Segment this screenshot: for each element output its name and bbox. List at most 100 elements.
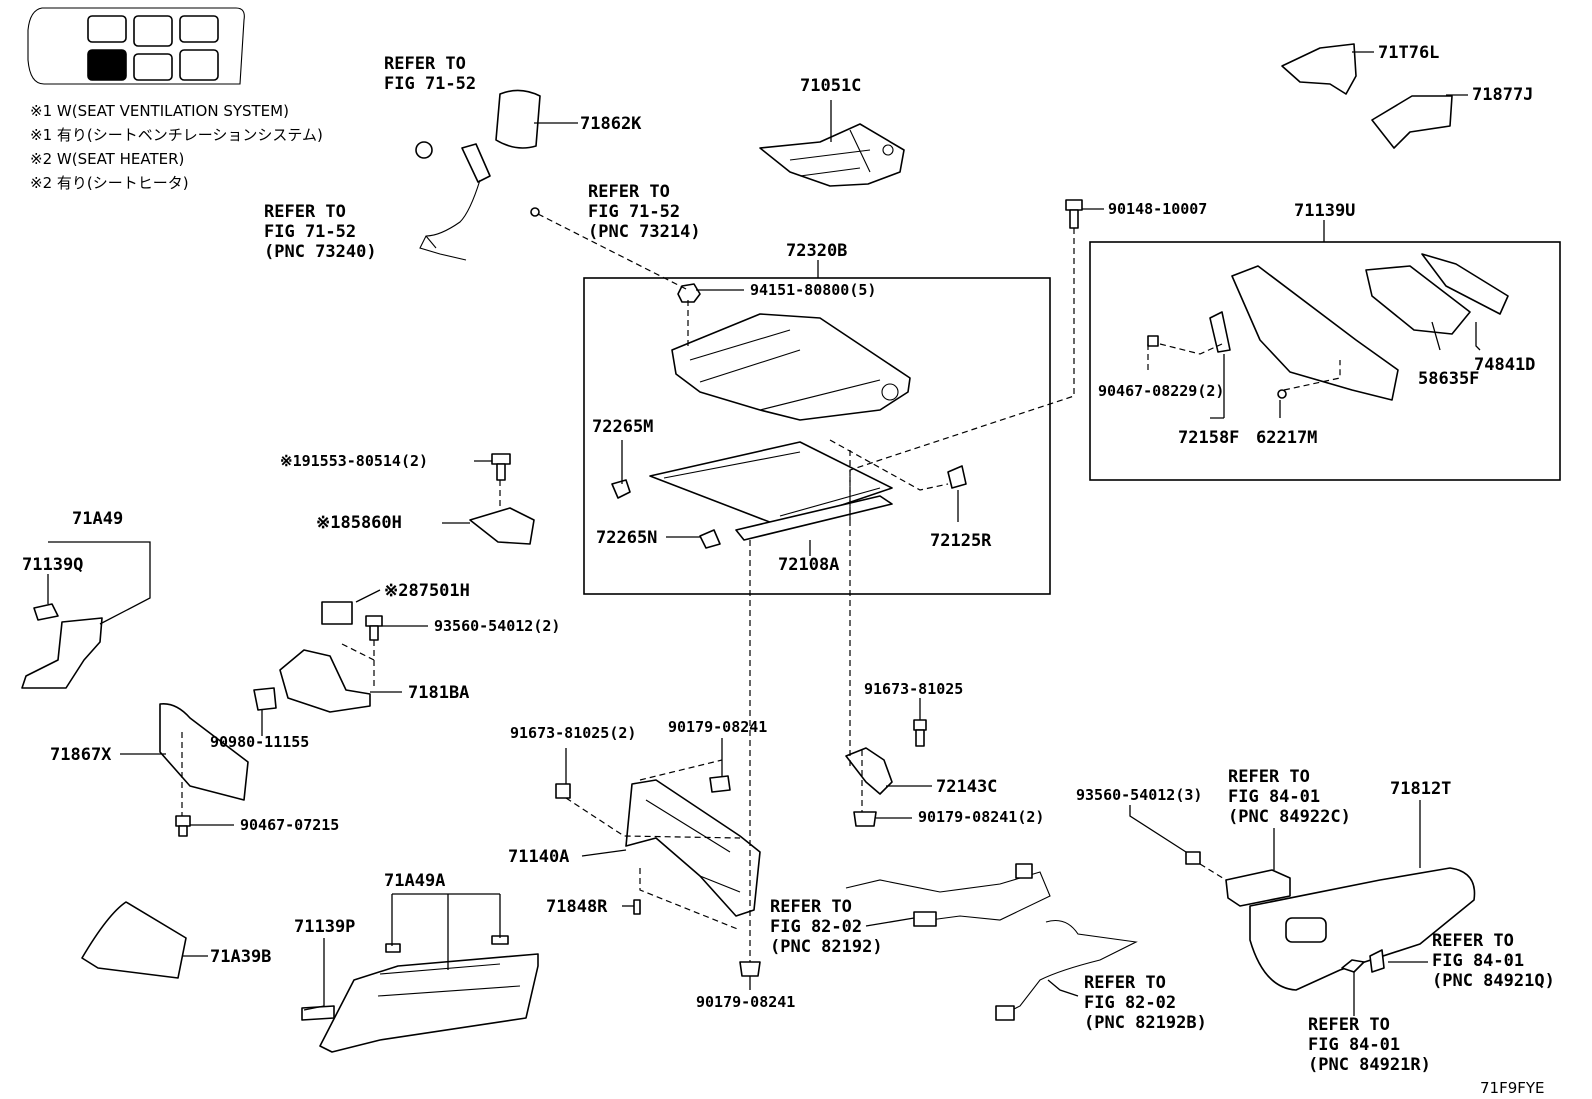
label-72158F: 72158F xyxy=(1178,428,1239,448)
label-90179-08241-lower: 90179-08241 xyxy=(696,993,795,1011)
label-71T76L: 71T76L xyxy=(1378,43,1439,63)
clip-72265N-part xyxy=(699,529,721,549)
screw-91553-80514-part xyxy=(491,453,511,481)
label-7181BA: 7181BA xyxy=(408,683,469,703)
ref-pnc-82192B-line1: REFER TO xyxy=(1084,973,1166,993)
label-71140A: 71140A xyxy=(508,847,569,867)
ref-pnc-73214-line3: (PNC 73214) xyxy=(588,222,701,242)
label-72320B: 72320B xyxy=(786,241,847,261)
label-62217M: 62217M xyxy=(1256,428,1317,448)
legend-note-1: ※1 W(SEAT VENTILATION SYSTEM) xyxy=(30,102,289,120)
ref-pnc-84922C-line3: (PNC 84922C) xyxy=(1228,807,1351,827)
cover-71A49-part xyxy=(21,603,103,689)
label-71848R: 71848R xyxy=(546,897,608,917)
ref-pnc-73240-line1: REFER TO xyxy=(264,202,346,222)
ref-pnc-84921Q-line1: REFER TO xyxy=(1432,931,1514,951)
clip-72265M-part xyxy=(611,479,631,499)
blower-85860H-part xyxy=(469,507,535,545)
label-71139U: 71139U xyxy=(1294,201,1355,221)
label-93560-54012-2: 93560-54012(2) xyxy=(434,617,560,635)
label-71139P: 71139P xyxy=(294,917,355,937)
bracket-72143C-part xyxy=(845,747,893,795)
cover-71139P-part xyxy=(301,1005,335,1021)
ref-pnc-82192-line1: REFER TO xyxy=(770,897,852,917)
label-74841D: 74841D xyxy=(1474,355,1535,375)
label-91673-81025: 91673-81025 xyxy=(864,680,963,698)
nut-90179-08241-upper-part xyxy=(709,775,731,793)
label-87501H: ※287501H xyxy=(384,581,470,601)
seat-belt-buckle-part xyxy=(415,141,491,261)
label-71877J: 71877J xyxy=(1472,85,1533,105)
label-71051C: 71051C xyxy=(800,76,861,96)
cover-71A39B-part xyxy=(81,901,187,979)
ref-fig-71-52-top-line1: REFER TO xyxy=(384,54,466,74)
ref-pnc-82192B-line3: (PNC 82192B) xyxy=(1084,1013,1207,1033)
legend-note-4: ※2 有り(シートヒータ) xyxy=(30,174,189,192)
label-71862K: 71862K xyxy=(580,114,642,134)
label-71812T: 71812T xyxy=(1390,779,1451,799)
ref-pnc-73240-line3: (PNC 73240) xyxy=(264,242,377,262)
label-72265N: 72265N xyxy=(596,528,657,548)
label-58635F: 58635F xyxy=(1418,369,1479,389)
nut-90179-08241-2-part xyxy=(853,811,877,827)
pin-71848R-part xyxy=(633,899,641,915)
clip-72125R-part xyxy=(947,465,967,489)
legend-notes: ※1 W(SEAT VENTILATION SYSTEM) ※1 有り(シートベ… xyxy=(30,102,323,192)
recliner-frame-71051C-part xyxy=(759,123,905,187)
ref-pnc-84921R-line1: REFER TO xyxy=(1308,1015,1390,1035)
label-90980-11155: 90980-11155 xyxy=(210,733,309,751)
label-71A49: 71A49 xyxy=(72,509,123,529)
label-71A39B: 71A39B xyxy=(210,947,271,967)
seat-side-tray-71A49A-part xyxy=(319,935,539,1053)
leader-lines xyxy=(47,51,1481,1016)
wire-harness-82192B-part xyxy=(995,919,1138,1021)
ref-pnc-84922C-line2: FIG 84-01 xyxy=(1228,787,1320,807)
label-91673-81025-2: 91673-81025(2) xyxy=(510,724,636,742)
label-72143C: 72143C xyxy=(936,777,997,797)
label-71A49A: 71A49A xyxy=(384,871,445,891)
label-91553-80514: ※191553-80514(2) xyxy=(280,452,428,470)
bolt-91673-81025-single-part xyxy=(913,719,927,747)
label-72125R: 72125R xyxy=(930,531,992,551)
label-71139Q: 71139Q xyxy=(22,555,83,575)
ref-pnc-84921R-line2: FIG 84-01 xyxy=(1308,1035,1400,1055)
clip-90467-07215-part xyxy=(175,815,191,837)
bolt-93560-54012-part xyxy=(365,615,383,641)
side-trim-71867X-part xyxy=(159,702,249,801)
label-90467-08229: 90467-08229(2) xyxy=(1098,382,1224,400)
ref-pnc-73240-line2: FIG 71-52 xyxy=(264,222,356,242)
wire-harness-82192-part xyxy=(845,863,1051,927)
legend-note-3: ※2 W(SEAT HEATER) xyxy=(30,150,184,168)
label-90179-08241-2: 90179-08241(2) xyxy=(918,808,1044,826)
switch-84922C-part xyxy=(1225,869,1291,907)
label-94151-80800: 94151-80800(5) xyxy=(750,281,876,299)
nut-94151-80800-part xyxy=(677,283,701,303)
label-90467-07215: 90467-07215 xyxy=(240,816,339,834)
bolt-91673-81025-2-part xyxy=(555,783,571,799)
ref-pnc-84922C-line1: REFER TO xyxy=(1228,767,1310,787)
ref-pnc-84921R-line3: (PNC 84921R) xyxy=(1308,1055,1431,1075)
nut-90179-08241-lower-part xyxy=(739,961,761,977)
ref-pnc-82192-line2: FIG 82-02 xyxy=(770,917,862,937)
seat-adjuster-72320B-part xyxy=(649,313,911,541)
legend-note-2: ※1 有り(シートベンチレーションシステム) xyxy=(30,126,323,144)
seat-position-icon xyxy=(27,7,245,85)
label-71867X: 71867X xyxy=(50,745,112,765)
ref-pnc-82192-line3: (PNC 82192) xyxy=(770,937,883,957)
ref-pnc-82192B-line2: FIG 82-02 xyxy=(1084,993,1176,1013)
ref-pnc-84921Q-line2: FIG 84-01 xyxy=(1432,951,1524,971)
label-85860H: ※185860H xyxy=(316,513,402,533)
label-90179-08241-upper: 90179-08241 xyxy=(668,718,767,736)
label-72265M: 72265M xyxy=(592,417,653,437)
seat-adjuster-group-box xyxy=(583,277,1051,595)
bracket-71877J-part xyxy=(1371,95,1453,149)
label-93560-54012-3: 93560-54012(3) xyxy=(1076,786,1202,804)
heater-module-87501H-part xyxy=(321,601,353,625)
bracket-7181BA-part xyxy=(279,649,371,713)
connector-90980-11155-part xyxy=(253,687,277,711)
ref-pnc-84921Q-line3: (PNC 84921Q) xyxy=(1432,971,1555,991)
side-cover-71862K-part xyxy=(495,89,541,149)
clip-73214-part xyxy=(530,207,540,217)
bracket-71T76L-part xyxy=(1281,43,1357,95)
